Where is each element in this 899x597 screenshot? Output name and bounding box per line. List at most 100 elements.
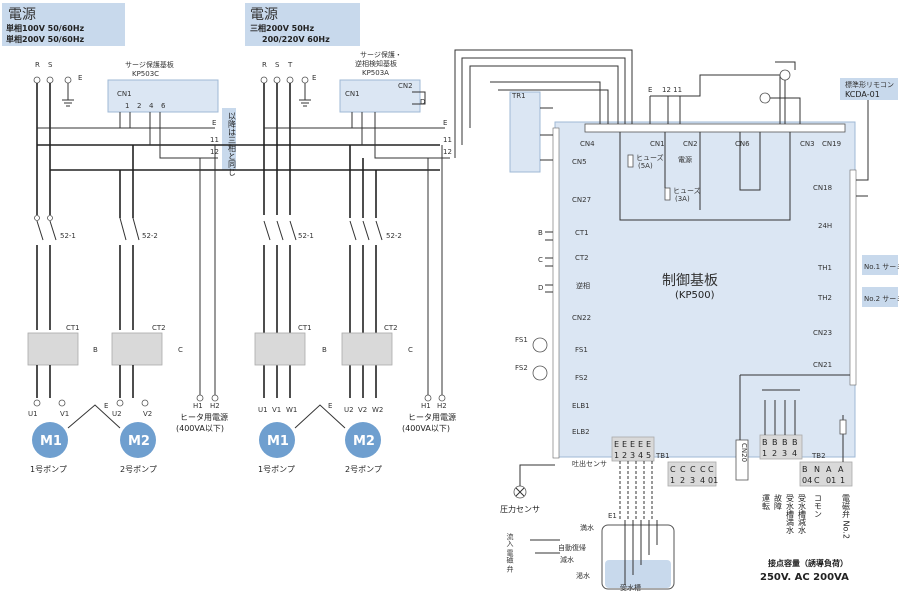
top-indicator-wires — [770, 61, 801, 124]
left-motor-ground — [67, 404, 121, 429]
left-cn1-pin1: 1 — [125, 102, 129, 110]
mid-motor-m1-label: M1 — [267, 434, 289, 449]
th2-label: No.2 サーミスタ — [864, 294, 899, 303]
bb-block: B B B B 1 2 3 4 — [759, 434, 803, 460]
conn-cn1: CN1 — [650, 140, 665, 148]
mid-term-t: T — [287, 61, 293, 69]
left-heater-label: ヒータ用電源 — [180, 413, 228, 422]
mid-cn2-label: CN2 — [398, 82, 413, 90]
left-feed1 — [36, 245, 51, 330]
left-ground-symbol — [62, 83, 74, 107]
left-terminal — [116, 399, 124, 407]
left-bus-11-label: 11 — [210, 136, 219, 144]
mid-sw2 — [349, 220, 383, 241]
mid-w2: W2 — [372, 406, 383, 414]
alarm-label: 電磁弁 No.2 — [842, 494, 851, 539]
left-sw2-label: 52-2 — [142, 232, 158, 240]
mid-surge-board — [339, 79, 421, 113]
mid-surge-model: KP503A — [362, 69, 389, 77]
bb-n4: 4 — [792, 449, 797, 458]
top-e-label: E — [648, 86, 652, 94]
left-terminal — [196, 394, 204, 402]
left-cn1-label: CN1 — [117, 90, 132, 98]
left-motor-m1-label: M1 — [40, 434, 62, 449]
conn-cn4: CN4 — [580, 140, 595, 148]
mid-ct1-b: B — [322, 346, 327, 354]
conn-cn22: CN22 — [572, 314, 591, 322]
float-label: 流入 電磁 弁 — [506, 532, 514, 573]
conn-ct2: CT2 — [575, 254, 589, 262]
tb1-cn4: 4 — [700, 476, 705, 485]
tb2-row — [799, 461, 853, 487]
top-pin-strip — [584, 123, 846, 133]
left-terminal — [58, 399, 66, 407]
left-sw2 — [119, 217, 140, 241]
top-indicator-1 — [759, 92, 771, 104]
remote-label: 標準形リモコン — [845, 80, 894, 89]
conn-th2: TH2 — [817, 294, 832, 302]
left-feed2 — [119, 145, 134, 330]
mid-motor-m2-label: M2 — [353, 434, 375, 449]
tank-low: 減水 — [560, 555, 574, 564]
mid-power-line2: 200/220V 60Hz — [262, 35, 330, 44]
mid-heater-spec: (400VA以下) — [402, 424, 450, 433]
tb1-n3: 3 — [630, 451, 635, 460]
left-heater-wires — [199, 145, 216, 395]
vlabel-run: 運転 — [762, 494, 771, 511]
mid-heater-wires — [427, 145, 443, 395]
board-top-connectors: CN1 CN2 CN6 CN3 CN19 — [584, 123, 846, 148]
left-motor-e: E — [104, 402, 108, 410]
left-ct1-label: CT1 — [66, 324, 80, 332]
fuse-2 — [664, 187, 671, 201]
tb1-n5: 5 — [646, 451, 651, 460]
tr-feed-wires — [490, 81, 609, 124]
mid-cn1-label: CN1 — [345, 90, 360, 98]
left-terminal — [46, 76, 54, 84]
left-h2: H2 — [210, 402, 220, 410]
contact-spec: 250V. AC 200VA — [760, 572, 849, 583]
fuse2-rating: (3A) — [675, 195, 690, 203]
tb1-e4: E — [638, 440, 643, 449]
left-feeders — [36, 83, 51, 215]
tb2-1: 1 — [840, 476, 845, 485]
right-pin-strip — [849, 169, 857, 386]
vlabel-tank-full: 受水槽満水 — [786, 493, 795, 534]
power-label: 電源 — [678, 155, 692, 164]
left-ct1-b: B — [93, 346, 98, 354]
conn-cn23: CN23 — [813, 329, 832, 337]
left-terminal — [211, 394, 219, 402]
mid-sw1-label: 52-1 — [298, 232, 314, 240]
left-motor-m1 — [32, 422, 68, 458]
vlabel-fault: 故障 — [774, 493, 783, 511]
left-bus-12-label: 12 — [210, 148, 219, 156]
mid-bus-12-label: 12 — [443, 148, 452, 156]
tank-empty: 渇水 — [576, 571, 590, 580]
left-surge-model: KP503C — [132, 70, 159, 78]
mid-motor-m2 — [345, 422, 381, 458]
mid-terminal — [273, 76, 281, 84]
remote-wires — [856, 100, 869, 197]
tb1-e3: E — [630, 440, 635, 449]
left-terminal — [64, 76, 72, 84]
tb1-c3: C — [690, 465, 696, 474]
bb-b1: B — [762, 438, 768, 447]
left-buses — [37, 144, 440, 171]
th1-label: No.1 サーミスタ — [864, 262, 899, 271]
mid-h1: H1 — [421, 402, 431, 410]
conn-cn18: CN18 — [813, 184, 832, 192]
left-pin-strip — [552, 127, 560, 459]
mid-surge-label: サージ保護・ — [360, 50, 402, 59]
mid-heater-label: ヒータ用電源 — [408, 413, 456, 422]
left-cn1-pin6: 6 — [161, 102, 166, 110]
mid-bus-11-label: 11 — [443, 136, 452, 144]
left-ct1-block — [27, 332, 79, 366]
tb1-c1: C — [670, 465, 676, 474]
mid-h2: H2 — [437, 402, 447, 410]
conn-24h: 24H — [818, 222, 832, 230]
mid-terminal — [301, 76, 309, 84]
left-ct2-label: CT2 — [152, 324, 166, 332]
left-terminal — [141, 399, 149, 407]
mid-ct2-label: CT2 — [384, 324, 398, 332]
mid-cn2-loop — [412, 91, 426, 105]
board-internal-wiring — [619, 132, 791, 221]
